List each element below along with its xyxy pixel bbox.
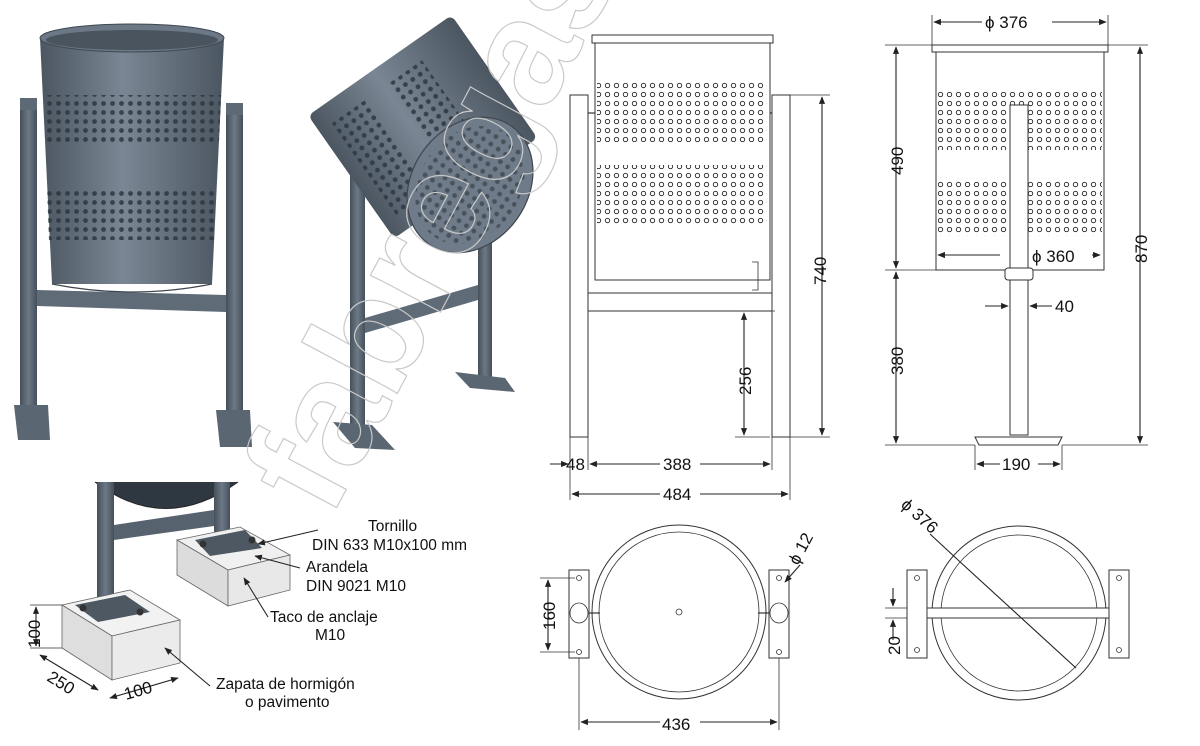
top-left-width-dim: 436	[662, 715, 690, 734]
anchor-label-line2: M10	[315, 627, 346, 644]
front-crossbar-height-dim: 256	[736, 367, 755, 395]
side-total-height-dim: 870	[1132, 235, 1151, 263]
top-left-bracket-right	[768, 569, 790, 659]
top-view-right: ϕ 376 20	[885, 495, 1130, 701]
front-perf-upper	[597, 80, 767, 142]
right-post	[226, 105, 243, 430]
bolt-label-line1: Tornillo	[368, 518, 417, 535]
side-base-plate	[974, 436, 1063, 446]
perforation-band-lower	[47, 188, 217, 240]
front-leg-width-dim: 48	[566, 455, 585, 474]
right-foot-plate	[216, 410, 252, 447]
footing-width-dim: 100	[122, 678, 155, 704]
top-right-crossbar	[926, 607, 1110, 619]
top-left-spacing-dim: 160	[540, 602, 559, 630]
footing-height-dim: 100	[25, 620, 44, 648]
front-bin-body	[594, 34, 771, 281]
crossbar	[37, 290, 226, 312]
front-crossbar	[587, 292, 773, 312]
anchor-label-line1: Taco de anclaje	[270, 609, 378, 626]
side-post-width-dim: 40	[1055, 297, 1074, 316]
render-tilted	[310, 17, 536, 450]
side-elevation: ϕ 376 ϕ 360 40 490 380 870 190	[885, 11, 1151, 474]
tilted-left-post	[350, 140, 365, 425]
side-body-diameter-dim: ϕ 360	[1032, 247, 1075, 266]
top-left-bracket-left	[568, 569, 590, 659]
bin-opening	[46, 30, 218, 50]
side-base-width-dim: 190	[1002, 455, 1030, 474]
top-right-bar-dim: 20	[885, 636, 904, 655]
installation-detail: Tornillo DIN 633 M10x100 mm Arandela DIN…	[25, 481, 467, 711]
left-foot-plate	[14, 405, 50, 440]
bolt-label-line2: DIN 633 M10x100 mm	[312, 537, 467, 554]
front-left-post	[569, 94, 589, 438]
top-right-bracket-right	[1108, 569, 1130, 659]
footing-label-line2: o pavimento	[245, 694, 329, 711]
left-post	[20, 100, 37, 430]
side-top-diameter-dim: ϕ 376	[985, 13, 1028, 32]
top-left-rim-outer	[591, 524, 767, 700]
detail-crossbar	[114, 510, 214, 540]
perforation-band-upper	[43, 95, 221, 142]
tilted-left-foot	[333, 422, 395, 450]
render-upright	[14, 23, 252, 447]
top-left-rim-inner	[598, 531, 760, 693]
front-elevation: 740 256 48 388 484	[550, 34, 830, 504]
tilted-crossbar	[365, 285, 478, 333]
top-right-bracket-left	[906, 569, 928, 659]
bin-body	[40, 38, 224, 284]
footing-label-line1: Zapata de hormigón	[216, 676, 355, 693]
front-width-dim: 388	[663, 455, 691, 474]
side-post-height-dim: 380	[888, 347, 907, 375]
top-view-left: 160 436 ϕ 12	[540, 524, 817, 734]
detail-front-post	[97, 482, 114, 612]
washer-label-line2: DIN 9021 M10	[306, 578, 406, 595]
front-right-post	[771, 94, 791, 438]
front-overall-width-dim: 484	[663, 485, 691, 504]
side-body-height-dim: 490	[888, 147, 907, 175]
top-right-diameter-dim: ϕ 376	[897, 495, 941, 538]
tilted-right-foot	[455, 372, 515, 392]
front-height-dim: 740	[811, 257, 830, 285]
footing-length-dim: 250	[44, 667, 78, 698]
top-left-hole-dim: ϕ 12	[785, 530, 817, 568]
washer-label-line1: Arandela	[306, 559, 368, 576]
front-perf-lower	[597, 165, 767, 227]
